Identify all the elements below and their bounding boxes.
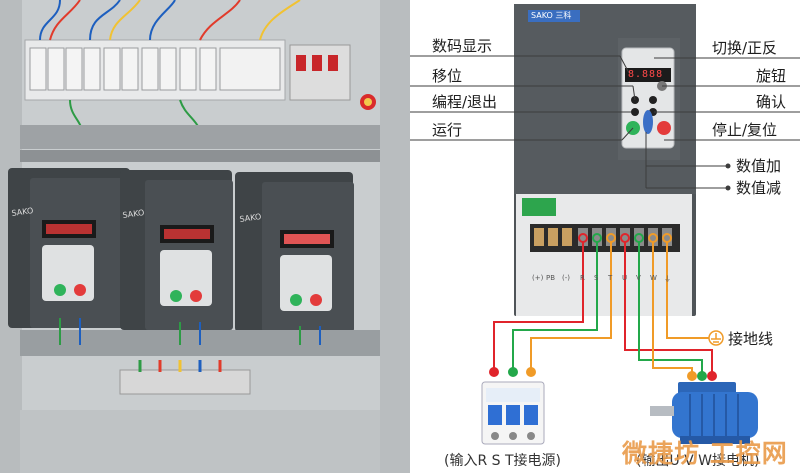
photo-inverter-1: SAKO: [8, 168, 130, 328]
label-increase: 数值加: [736, 157, 782, 175]
terminal-label-r: R: [580, 274, 585, 282]
terminal-label-pb: PB: [546, 274, 556, 282]
terminal-label-v: V: [636, 274, 641, 282]
terminal-label-plus: (+): [532, 274, 544, 282]
brand-logo-box: [528, 10, 580, 22]
svg-text:SAKO: SAKO: [122, 208, 145, 220]
cabinet-illustration: SAKO SAKO SAKO: [0, 0, 410, 473]
label-switch-forward: 切换/正反: [712, 39, 778, 57]
label-display: 数码显示: [432, 37, 493, 55]
stop-button: [657, 121, 671, 135]
terminal-label-minus: (-): [562, 274, 570, 282]
terminal-label-ground: ⏚: [664, 275, 671, 283]
terminal-label-w: W: [650, 274, 657, 282]
label-stop-reset: 停止/复位: [712, 121, 778, 139]
updown-keys: [643, 110, 653, 134]
label-knob: 旋钮: [756, 67, 787, 85]
photo-inverter-2: SAKO: [120, 170, 233, 330]
display-readout: 8.888: [628, 69, 664, 80]
svg-text:SAKO: SAKO: [239, 212, 262, 224]
motor-caption: (输出U V W接电机): [636, 453, 760, 469]
watermark: 微捷坊 工控网: [622, 439, 788, 468]
terminal-label-s: S: [594, 274, 599, 282]
digital-display: [625, 68, 671, 82]
terminal-label-t: T: [608, 274, 613, 282]
motor: [650, 371, 758, 444]
photo-inverter-3: SAKO: [235, 172, 354, 332]
terminal-labels: (+) PB (-) R S T U V W ⏚: [530, 274, 690, 286]
circuit-breaker: [481, 381, 545, 445]
label-ground-wire: 接地线: [728, 330, 774, 348]
label-decrease: 数值减: [736, 179, 782, 197]
svg-text:SAKO: SAKO: [11, 206, 34, 218]
breaker-caption: (输入R S T接电源): [444, 453, 561, 469]
label-confirm: 确认: [756, 93, 787, 111]
brand-logo: SAKO 三科: [531, 11, 572, 20]
terminal-label-u: U: [622, 274, 628, 282]
wiring-diagram: SAKO 三科 8.888 数码显示 移位 编程/退出 运行 切换/正反 旋钮 …: [410, 0, 800, 473]
diagram-graphics: [410, 4, 800, 445]
label-run: 运行: [432, 121, 463, 139]
label-program-exit: 编程/退出: [432, 93, 498, 111]
label-shift: 移位: [432, 67, 463, 85]
cabinet-photo: SAKO SAKO SAKO: [0, 0, 410, 473]
